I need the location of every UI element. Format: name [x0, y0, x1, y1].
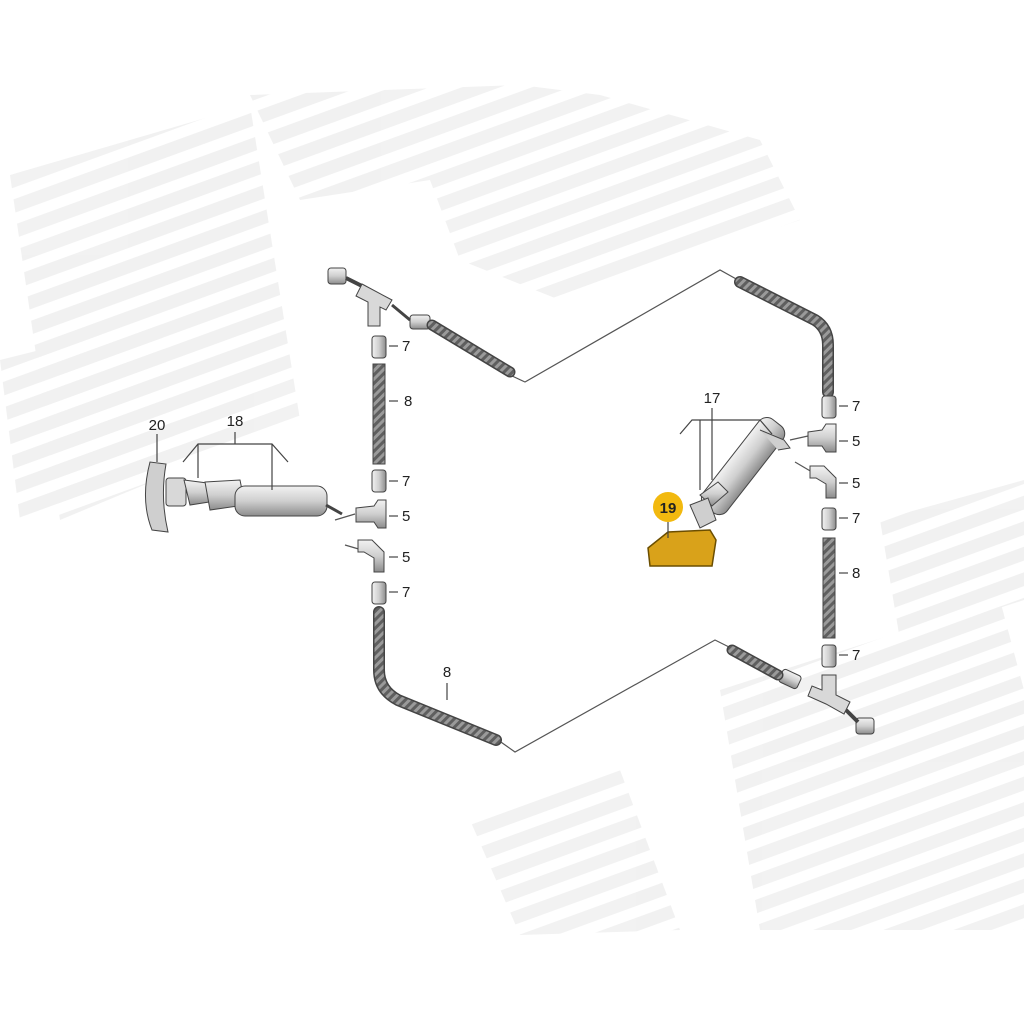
hose-segment	[822, 537, 836, 639]
right-hose-assembly	[726, 276, 875, 735]
callout-8: 8	[443, 664, 451, 681]
hose-clip	[821, 644, 837, 668]
callout-7: 7	[402, 338, 410, 355]
t-piece	[355, 283, 393, 327]
callout-7: 7	[402, 473, 410, 490]
hose-connector	[327, 267, 347, 285]
callout-7: 7	[852, 398, 860, 415]
nozzle-cap	[144, 461, 169, 533]
left-washer-nozzle-assembly	[144, 432, 343, 533]
hose-clip	[371, 581, 387, 605]
highlighted-nozzle-cover[interactable]	[647, 529, 717, 567]
callout-5: 5	[852, 475, 860, 492]
hose-segment	[372, 363, 386, 465]
hose-clip	[371, 335, 387, 359]
hose-clip	[371, 469, 387, 493]
t-piece	[807, 674, 851, 715]
washer-cylinder	[234, 485, 328, 517]
callout-5: 5	[402, 508, 410, 525]
callout-5: 5	[402, 549, 410, 566]
hose-clip	[821, 507, 837, 531]
elbow-connector	[809, 465, 837, 499]
highlight-badge	[653, 492, 683, 522]
callout-18: 18	[227, 413, 244, 430]
label-leaders	[389, 345, 848, 700]
callout-5: 5	[852, 433, 860, 450]
elbow-connector	[355, 499, 387, 529]
callout-8: 8	[852, 565, 860, 582]
callout-7: 7	[852, 647, 860, 664]
left-hose-assembly	[327, 267, 516, 746]
callout-7: 7	[852, 510, 860, 527]
callout-19: 19	[660, 500, 677, 517]
hose-clip	[821, 395, 837, 419]
callout-8: 8	[404, 393, 412, 410]
right-washer-nozzle-assembly	[647, 408, 791, 567]
hose-connector	[855, 717, 875, 735]
elbow-connector	[357, 539, 385, 573]
watermark	[0, 85, 1024, 935]
callout-labels: 20 18 17 19 7 8 7 5 5 7 8 7 5 5 7 8 7	[149, 338, 861, 681]
callout-7: 7	[402, 584, 410, 601]
callout-17: 17	[704, 390, 721, 407]
callout-20: 20	[149, 417, 166, 434]
elbow-connector	[807, 423, 837, 453]
